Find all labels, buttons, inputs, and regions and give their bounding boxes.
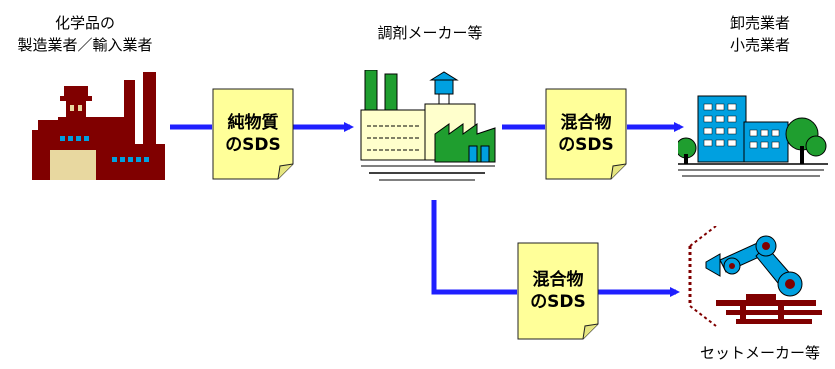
mixture-sds-document-2: 混合物 のSDS [517,242,599,340]
green-factory-icon [360,70,496,181]
formulator-label: 調剤メーカー等 [377,24,483,42]
red-factory-icon [32,72,165,180]
arrow-formulator-down [431,200,517,295]
mixture-sds-document-1: 混合物 のSDS [545,88,627,180]
manufacturer-label: 化学品の 製造業者／輸入業者 [17,14,153,54]
office-building-icon [678,95,828,177]
distributor-label: 卸売業者 小売業者 [729,14,790,54]
set-maker-label: セットメーカー等 [699,344,820,362]
pure-sds-document: 純物質 のSDS [212,88,294,180]
robot-arm-icon [688,226,822,327]
